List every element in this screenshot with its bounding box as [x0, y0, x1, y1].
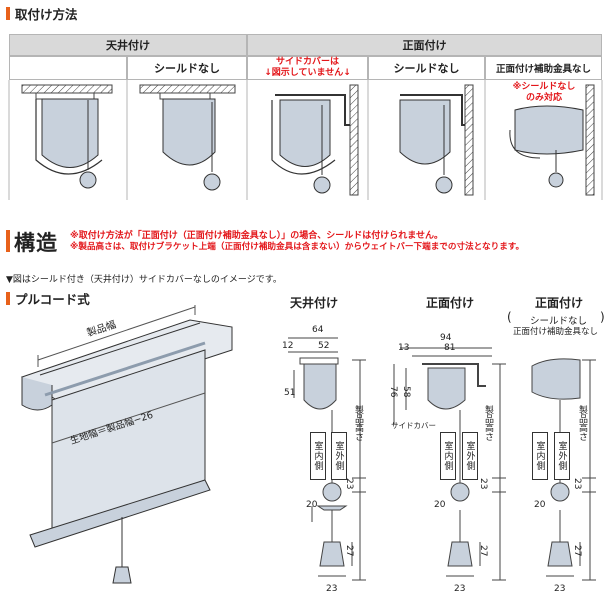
dim-ceiling-title: 天井付け	[290, 296, 339, 310]
dim-front-outdoor: 室外側	[462, 432, 478, 480]
subheader-ceiling-1	[9, 56, 127, 80]
dim-front2-indoor: 室内側	[532, 432, 548, 480]
dim-ceiling-27: 27	[344, 545, 354, 557]
dim-front-drawing	[393, 347, 506, 581]
subheader-front-2-label: シールドなし	[393, 62, 460, 75]
dim-front2-23b: 23	[554, 584, 566, 594]
subheader-ceiling-2: シールドなし	[127, 56, 247, 80]
dim-front-indoor: 室内側	[440, 432, 456, 480]
pullcord-accent-bar	[6, 292, 10, 305]
dim-front-81: 81	[444, 343, 456, 353]
front-3-note: ※シールドなし のみ対応	[512, 82, 576, 103]
mounting-illustrations	[8, 80, 603, 200]
dim-front-27: 27	[478, 545, 488, 557]
dim-front-20: 20	[434, 500, 446, 510]
dim-front-height: 製品高さ	[483, 405, 493, 441]
dim-front2-27: 27	[572, 545, 582, 557]
title-accent-bar	[6, 7, 10, 20]
dim-front2-height: 製品高さ	[577, 405, 587, 441]
dim-front2-sub1: シールドなし	[530, 316, 588, 327]
subheader-ceiling-2-label: シールドなし	[154, 62, 220, 75]
dim-front2-title: 正面付け	[535, 296, 584, 310]
dim-front-side-cover: サイドカバー	[391, 421, 436, 430]
mounting-title-text: 取付け方法	[15, 7, 78, 22]
blind-illustration	[20, 305, 233, 584]
structure-note-1: ※取付け方法が「正面付け（正面付け補助金具なし）」の場合、シールドは付けられませ…	[70, 231, 443, 241]
dim-ceiling-12: 12	[282, 341, 294, 351]
illust-front-noshield	[399, 84, 474, 196]
dim-front2-20: 20	[534, 500, 546, 510]
paren-open: (	[507, 310, 512, 324]
dim-ceiling-height: 製品高さ	[353, 405, 363, 441]
dim-ceiling-outdoor: 室外側	[331, 432, 347, 480]
front-1-note: サイドカバーは ↓図示していません↓	[264, 57, 351, 78]
dim-front2-outdoor: 室外側	[554, 432, 570, 480]
subheader-front-3: 正面付け補助金具なし	[485, 56, 602, 80]
dim-front-title: 正面付け	[426, 296, 475, 310]
dim-ceiling-64: 64	[312, 325, 324, 335]
structure-title: 構造	[14, 231, 58, 255]
dim-ceiling-52: 52	[318, 341, 330, 351]
dim-front-94: 94	[440, 333, 452, 343]
illust-ceiling-noshield	[139, 84, 236, 191]
dim-ceiling-51: 51	[284, 388, 296, 398]
header-ceiling: 天井付け	[9, 34, 247, 56]
dim-front-58: 58	[401, 386, 411, 398]
illust-front-nobracket	[509, 84, 595, 196]
pullcord-section-title: プルコード式	[6, 289, 90, 308]
dim-ceiling-23b: 23	[326, 584, 338, 594]
illust-front-shield	[271, 84, 359, 196]
mounting-section-title: 取付け方法	[6, 4, 78, 23]
dim-ceiling-drawing	[288, 337, 366, 581]
dim-ceiling-23a: 23	[344, 478, 354, 490]
dim-ceiling-20: 20	[306, 500, 318, 510]
dim-ceiling-indoor: 室内側	[310, 432, 326, 480]
dim-front2-23a: 23	[572, 478, 582, 490]
header-front: 正面付け	[247, 34, 602, 56]
header-front-label: 正面付け	[402, 39, 447, 52]
dim-front-23b: 23	[454, 584, 466, 594]
paren-close: )	[600, 310, 605, 324]
subheader-front-1: サイドカバーは ↓図示していません↓	[247, 56, 368, 80]
subheader-front-2: シールドなし	[368, 56, 485, 80]
dimension-diagrams	[288, 337, 596, 581]
structure-note-2: ※製品高さは、取付けブラケット上端（正面付け補助金具は含まない）からウェイトバー…	[70, 242, 525, 252]
dim-front-76: 76	[388, 386, 398, 398]
header-ceiling-label: 天井付け	[106, 39, 150, 52]
pullcord-title-text: プルコード式	[15, 292, 90, 307]
structure-caption: ▼図はシールド付き（天井付け）サイドカバーなしのイメージです。	[6, 275, 282, 285]
dim-front2-sub2: 正面付け補助金具なし	[513, 327, 599, 337]
dim-front-23a: 23	[478, 478, 488, 490]
subheader-front-3-label: 正面付け補助金具なし	[495, 64, 591, 75]
illust-ceiling-shield	[21, 84, 113, 189]
dim-front-13: 13	[398, 343, 410, 353]
structure-accent-bar	[6, 230, 10, 252]
dim-front2-drawing	[531, 358, 596, 581]
